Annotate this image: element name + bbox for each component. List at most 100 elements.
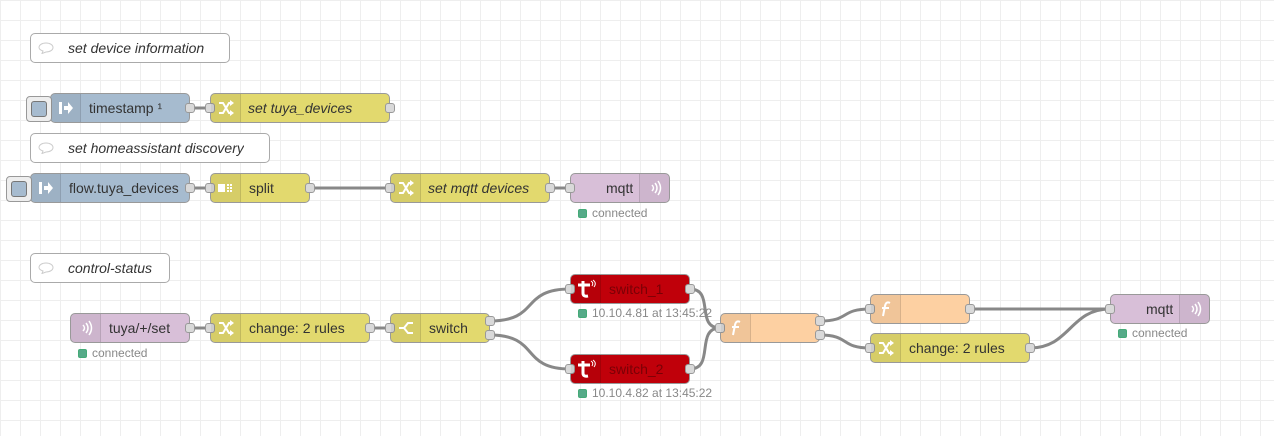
output-port[interactable] [305, 183, 315, 193]
wire[interactable] [489, 287, 571, 323]
inject-arrow-icon [51, 94, 81, 122]
input-port[interactable] [865, 304, 875, 314]
node-label: mqtt [606, 180, 634, 196]
shuffle-icon [391, 174, 421, 202]
wifi-signal-icon [71, 314, 101, 342]
node-label: switch_1 [609, 281, 664, 297]
mqtt-in-node-tuya-set[interactable]: tuya/+/set [70, 313, 195, 343]
change-node-set-tuya-devices[interactable]: set tuya_devices [205, 93, 395, 123]
wire[interactable] [1029, 307, 1111, 350]
output-port[interactable] [185, 323, 195, 333]
status-indicator: 10.10.4.81 at 13:45:22 [578, 306, 712, 320]
output-port-2[interactable] [815, 330, 825, 340]
mqtt-out-node-bottom[interactable]: mqtt [1105, 294, 1210, 324]
output-port[interactable] [185, 103, 195, 113]
input-port[interactable] [565, 183, 575, 193]
comment-label: set device information [68, 40, 205, 56]
status-text: 10.10.4.81 at 13:45:22 [592, 306, 713, 320]
input-port[interactable] [565, 364, 575, 374]
wire[interactable] [819, 307, 871, 323]
output-port[interactable] [545, 183, 555, 193]
split-node[interactable]: split [205, 173, 315, 203]
status-text: connected [1132, 326, 1188, 340]
shuffle-icon [871, 334, 901, 362]
wire[interactable] [689, 326, 721, 371]
input-port[interactable] [385, 323, 395, 333]
wifi-signal-icon [1179, 295, 1209, 323]
wifi-signal-icon [639, 174, 669, 202]
function-f-icon [871, 295, 901, 323]
inject-arrow-icon [31, 174, 61, 202]
input-port[interactable] [865, 343, 875, 353]
input-port[interactable] [715, 323, 725, 333]
switch-node[interactable]: switch [385, 313, 495, 343]
comment-device-information[interactable]: set device information [30, 33, 230, 63]
status-text: connected [592, 206, 648, 220]
function-node-secondary[interactable] [865, 294, 975, 324]
inject-trigger-button[interactable] [26, 96, 52, 122]
input-port[interactable] [205, 323, 215, 333]
change-node-set-mqtt-devices[interactable]: set mqtt devices [385, 173, 555, 203]
node-label: set mqtt devices [428, 180, 530, 196]
node-label: switch_2 [609, 361, 664, 377]
output-port[interactable] [685, 364, 695, 374]
status-dot-icon [578, 209, 587, 218]
function-node-main[interactable] [715, 313, 825, 343]
input-port[interactable] [205, 103, 215, 113]
input-port[interactable] [565, 284, 575, 294]
comment-homeassistant-discovery[interactable]: set homeassistant discovery [30, 133, 270, 163]
mqtt-out-node-top[interactable]: mqtt [565, 173, 670, 203]
output-port-1[interactable] [485, 316, 495, 326]
split-icon [211, 174, 241, 202]
input-port[interactable] [205, 183, 215, 193]
inject-trigger-button[interactable] [6, 176, 32, 202]
output-port[interactable] [185, 183, 195, 193]
wire[interactable] [489, 333, 571, 371]
node-label: tuya/+/set [109, 320, 171, 336]
shuffle-icon [211, 94, 241, 122]
status-indicator: 10.10.4.82 at 13:45:22 [578, 386, 712, 400]
status-dot-icon [1118, 329, 1127, 338]
comment-label: set homeassistant discovery [68, 140, 244, 156]
output-port[interactable] [385, 103, 395, 113]
node-label: split [249, 180, 274, 196]
node-label: change: 2 rules [249, 320, 345, 336]
output-port[interactable] [965, 304, 975, 314]
status-dot-icon [78, 349, 87, 358]
status-dot-icon [578, 389, 587, 398]
input-port[interactable] [385, 183, 395, 193]
node-label: timestamp ¹ [89, 100, 163, 116]
tuya-node-switch-1[interactable]: switch_1 [565, 274, 695, 304]
output-port[interactable] [365, 323, 375, 333]
wire[interactable] [819, 333, 871, 350]
node-label: switch [429, 320, 468, 336]
status-text: 10.10.4.82 at 13:45:22 [592, 386, 713, 400]
output-port-2[interactable] [485, 330, 495, 340]
status-indicator: connected [578, 206, 647, 220]
output-port[interactable] [1025, 343, 1035, 353]
tuya-t-icon [571, 355, 601, 383]
inject-node-timestamp[interactable]: timestamp ¹ [26, 93, 195, 123]
status-indicator: connected [1118, 326, 1187, 340]
input-port[interactable] [1105, 304, 1115, 314]
node-label: set tuya_devices [248, 100, 353, 116]
shuffle-icon [211, 314, 241, 342]
status-dot-icon [578, 309, 587, 318]
function-f-icon [721, 314, 751, 342]
inject-node-flow-tuya-devices[interactable]: flow.tuya_devices [6, 173, 195, 203]
change-node-2-rules-a[interactable]: change: 2 rules [205, 313, 375, 343]
tuya-node-switch-2[interactable]: switch_2 [565, 354, 695, 384]
node-label: mqtt [1146, 301, 1174, 317]
status-text: connected [92, 346, 148, 360]
speech-bubble-icon [31, 254, 60, 282]
change-node-2-rules-b[interactable]: change: 2 rules [865, 333, 1035, 363]
status-indicator: connected [78, 346, 147, 360]
comment-control-status[interactable]: control-status [30, 253, 170, 283]
node-label: flow.tuya_devices [69, 180, 179, 196]
switch-icon [391, 314, 421, 342]
node-label: change: 2 rules [909, 340, 1005, 356]
speech-bubble-icon [31, 134, 60, 162]
output-port[interactable] [685, 284, 695, 294]
output-port-1[interactable] [815, 316, 825, 326]
